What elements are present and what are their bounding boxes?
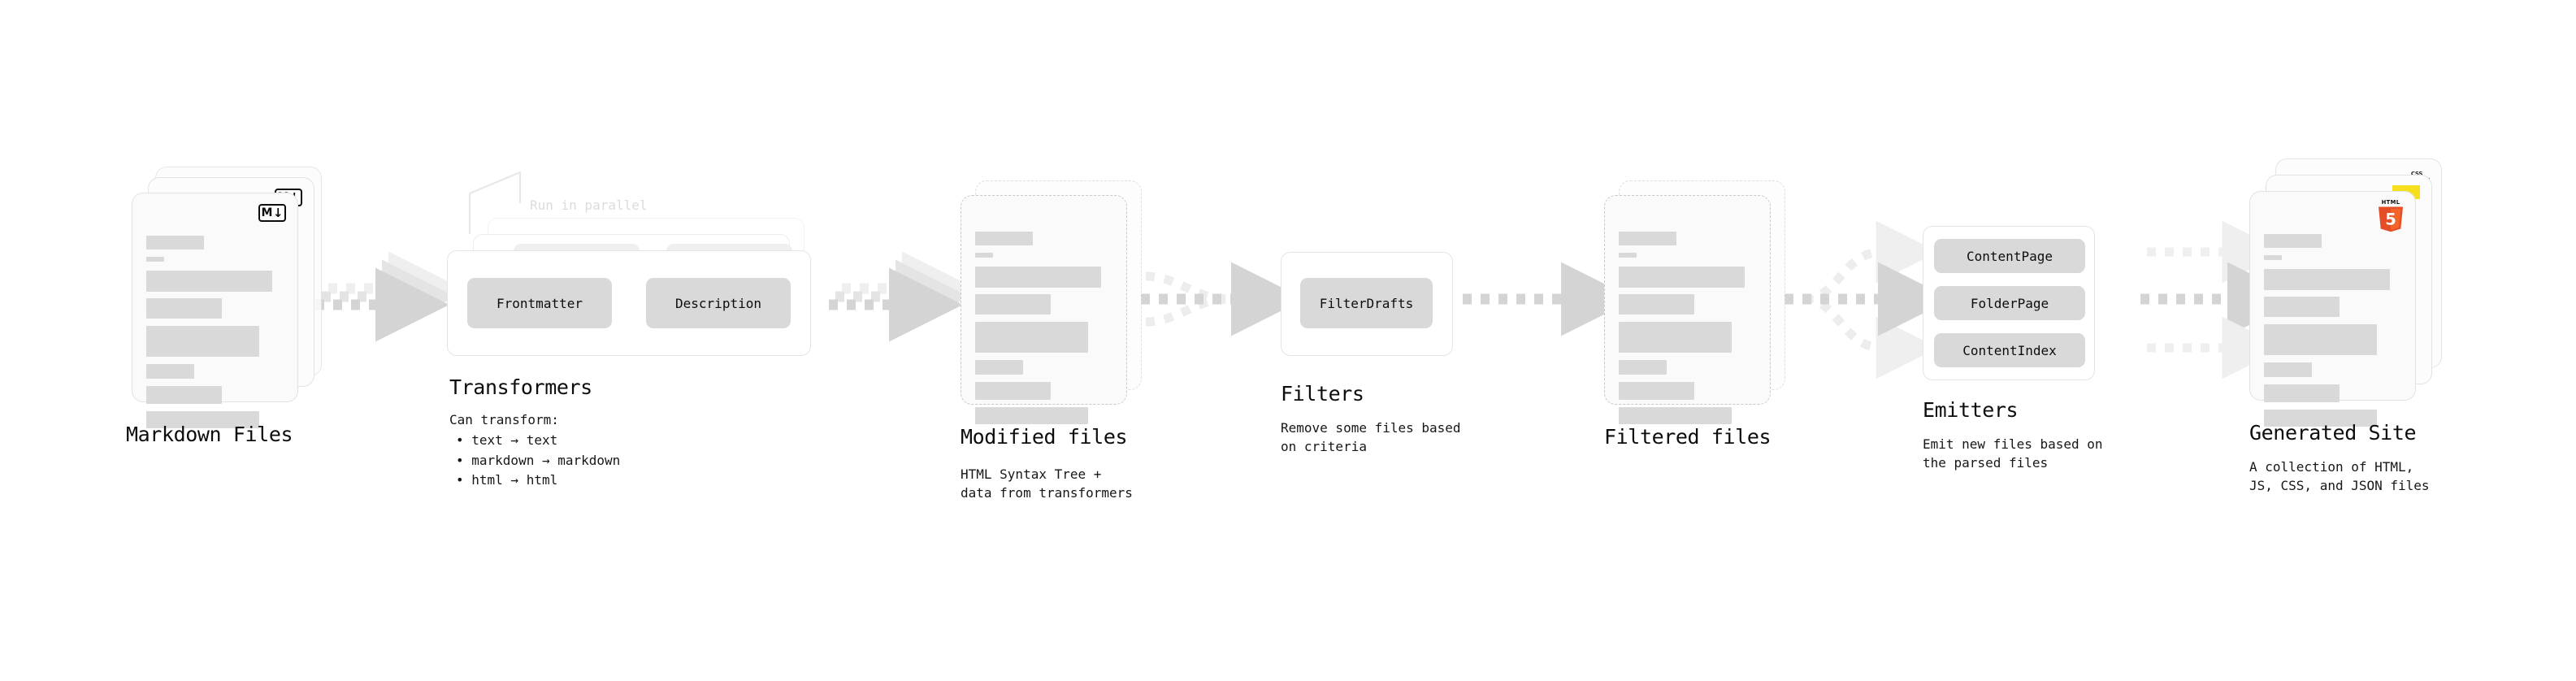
- arrow-transformers-to-modified: [829, 251, 976, 342]
- transformer-pill-description[interactable]: Description: [646, 278, 791, 328]
- pill-label: FilterDrafts: [1319, 295, 1414, 311]
- pill-label: Frontmatter: [497, 295, 583, 311]
- bar: [146, 236, 204, 249]
- arrow-markdown-to-transformers: [315, 251, 462, 342]
- html5-badge-icon: HTML 5: [2376, 198, 2405, 232]
- bar: [975, 253, 993, 258]
- transformers-title: Transformers: [449, 375, 592, 399]
- placeholder-bars: [146, 236, 284, 428]
- bar: [975, 232, 1033, 245]
- modified-card-front[interactable]: [961, 195, 1127, 424]
- css-badge-label: CSS: [2410, 171, 2423, 177]
- modified-files-title: Modified files: [961, 425, 1128, 449]
- markdown-card-front[interactable]: M↓: [132, 193, 298, 428]
- arrow-modified-to-filters: [1141, 262, 1305, 336]
- filtered-card-front[interactable]: [1604, 195, 1771, 424]
- run-in-parallel-label: Run in parallel: [530, 197, 648, 213]
- bar: [1619, 253, 1637, 258]
- filtered-files-title: Filtered files: [1604, 425, 1772, 449]
- modified-files-description-line-1: HTML Syntax Tree +: [961, 466, 1102, 482]
- bar: [146, 271, 273, 292]
- placeholder-bars: [2264, 234, 2401, 427]
- bar: [1619, 360, 1667, 375]
- arrow-emitters-to-site: [2140, 220, 2301, 380]
- markdown-files-title: Markdown Files: [126, 423, 293, 446]
- bar: [2264, 362, 2313, 377]
- bullet-item: markdown → markdown: [456, 451, 620, 471]
- site-card-front-html[interactable]: HTML 5: [2249, 191, 2416, 427]
- emitter-pill-folderpage[interactable]: FolderPage: [1934, 286, 2085, 320]
- generated-site-title: Generated Site: [2249, 421, 2417, 445]
- svg-text:5: 5: [2385, 210, 2396, 228]
- emitters-title: Emitters: [1923, 398, 2019, 422]
- bullet-item: text → text: [456, 431, 620, 451]
- bar: [2264, 234, 2322, 248]
- transformers-intro: Can transform:: [449, 412, 559, 427]
- bar: [975, 382, 1051, 400]
- emitter-pill-contentpage[interactable]: ContentPage: [1934, 239, 2085, 273]
- pill-label: Description: [675, 295, 761, 311]
- bullet-item: html → html: [456, 471, 620, 491]
- emitters-description-line-1: Emit new files based on: [1923, 436, 2103, 452]
- svg-text:HTML: HTML: [2382, 199, 2400, 206]
- bar: [1619, 322, 1732, 353]
- transformer-pill-frontmatter[interactable]: Frontmatter: [467, 278, 612, 328]
- bar: [146, 386, 222, 404]
- bar: [2264, 255, 2282, 260]
- bar: [975, 294, 1051, 314]
- bar: [146, 298, 222, 319]
- bar: [1619, 407, 1732, 424]
- emitter-pill-contentindex[interactable]: ContentIndex: [1934, 333, 2085, 367]
- filters-title: Filters: [1281, 382, 1364, 406]
- placeholder-bars: [1619, 232, 1756, 424]
- placeholder-bars: [975, 232, 1112, 424]
- pill-label: ContentIndex: [1962, 342, 2057, 358]
- bar: [146, 326, 259, 357]
- emitters-description-line-2: the parsed files: [1923, 455, 2049, 471]
- bar: [975, 407, 1088, 424]
- modified-files-description-line-2: data from transformers: [961, 485, 1133, 501]
- bar: [146, 364, 195, 379]
- bar: [975, 267, 1102, 288]
- bar: [2264, 410, 2377, 427]
- bar: [1619, 267, 1746, 288]
- bar: [2264, 324, 2377, 355]
- pill-label: ContentPage: [1967, 248, 2053, 264]
- bar: [2264, 297, 2340, 317]
- markdown-badge-icon: M↓: [258, 204, 286, 222]
- generated-site-description-line-1: A collection of HTML,: [2249, 459, 2414, 475]
- md-badge-arrow: ↓: [272, 205, 284, 220]
- bar: [1619, 382, 1694, 400]
- transformers-description: Can transform: text → text markdown → ma…: [449, 410, 620, 491]
- bar: [2264, 269, 2391, 290]
- arrow-filtered-to-emitters: [1785, 220, 1952, 380]
- md-badge-letter: M: [261, 206, 272, 219]
- filters-description-line-1: Remove some files based: [1281, 420, 1461, 436]
- pill-label: FolderPage: [1970, 295, 2049, 311]
- bar: [146, 411, 259, 428]
- filter-pill-filterdrafts[interactable]: FilterDrafts: [1300, 278, 1433, 328]
- bar: [975, 360, 1024, 375]
- bar: [975, 322, 1088, 353]
- bar: [1619, 232, 1676, 245]
- bar: [2264, 384, 2340, 402]
- transformers-bullets: text → text markdown → markdown html → h…: [456, 431, 620, 491]
- bar: [1619, 294, 1694, 314]
- filters-description-line-2: on criteria: [1281, 439, 1367, 454]
- generated-site-description-line-2: JS, CSS, and JSON files: [2249, 478, 2430, 493]
- bar: [146, 257, 164, 262]
